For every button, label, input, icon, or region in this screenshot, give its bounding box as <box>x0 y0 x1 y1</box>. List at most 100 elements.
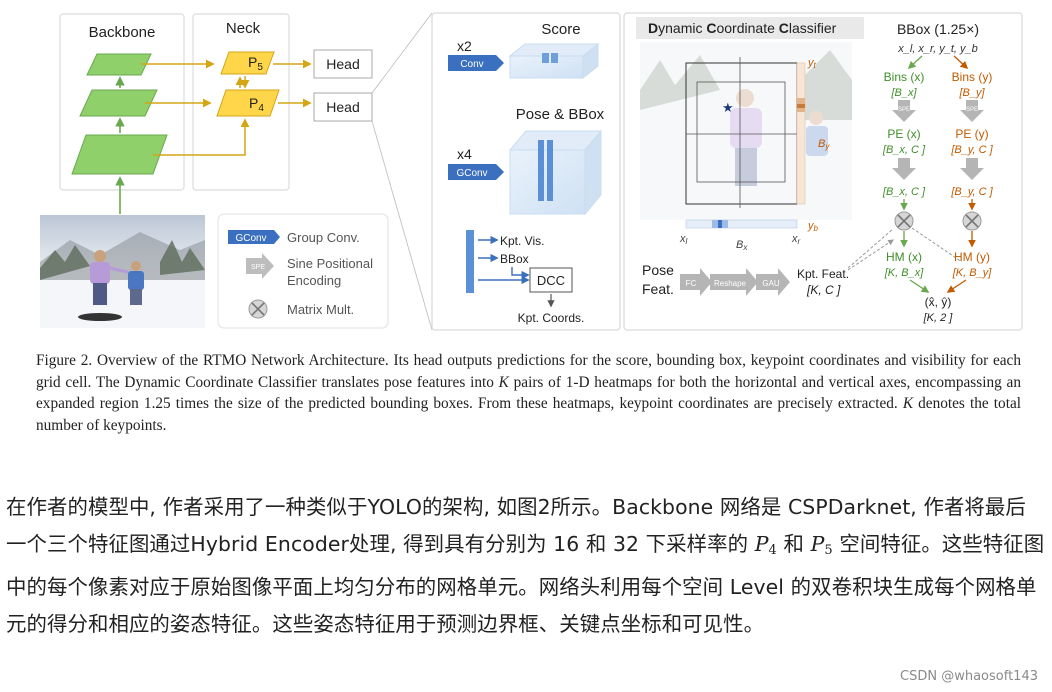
pose-feat-label-2: Feat. <box>642 281 674 297</box>
neck-label: Neck <box>226 20 261 37</box>
faded-background-photo <box>640 42 852 220</box>
bins-x-label: Bins (x) <box>884 70 925 84</box>
svg-text:By: By <box>818 138 830 151</box>
x-heatmap-bar <box>685 219 798 229</box>
head-box-p4 <box>313 92 373 122</box>
yb-label: y <box>807 220 815 232</box>
input-image-snowboarders <box>40 215 205 328</box>
reshape-arrow <box>710 268 758 296</box>
p5-plane <box>220 51 275 75</box>
gconv-legend-icon <box>228 230 280 244</box>
xr-subscript: r <box>798 237 801 246</box>
bbox-panel-title: BBox (1.25×) <box>897 21 979 37</box>
gconv-arrow <box>448 164 504 180</box>
p4-label: P <box>249 95 258 111</box>
matmul-x-icon <box>894 211 914 231</box>
bins-x-shape: [B_x] <box>890 87 917 99</box>
svg-text:xl: xl <box>679 233 688 246</box>
hm-x-label: HM (x) <box>886 250 922 264</box>
mid-y-shape: [B_y, C ] <box>950 186 993 198</box>
reshape-tag: Reshape <box>714 279 747 288</box>
hm-y-shape: [K, B_y] <box>952 267 992 279</box>
score-cube <box>508 42 600 80</box>
x2-label: x2 <box>457 38 472 54</box>
matrix-mult-icon <box>248 299 268 319</box>
x4-label: x4 <box>457 146 472 162</box>
bins-y-shape: [B_y] <box>958 87 985 99</box>
pose-feature-column <box>466 230 474 293</box>
caption-k-2: K <box>902 395 914 412</box>
pose-bbox-cube <box>508 129 603 216</box>
yt-label: y <box>807 57 815 69</box>
conv-arrow <box>448 55 504 71</box>
pose-bbox-label: Pose & BBox <box>516 106 605 123</box>
article-p4: P4 <box>754 531 777 558</box>
legend-spe-text-1: Sine Positional <box>287 256 373 271</box>
dcc-box <box>529 267 573 293</box>
bx-subscript: x <box>742 243 748 252</box>
dcc-panel <box>623 12 1023 331</box>
matmul-y-icon <box>962 211 982 231</box>
svg-text:yb: yb <box>807 220 819 233</box>
article-text-1: 在作者的模型中, 作者采用了一种类似于YOLO的架构, 如图2所示。Backbo… <box>6 495 1026 556</box>
article-paragraph: 在作者的模型中, 作者采用了一种类似于YOLO的架构, 如图2所示。Backbo… <box>6 489 1046 642</box>
architecture-diagram: Backbone Neck P5 P4 Head Head <box>40 12 1023 331</box>
caption-part-2: pairs of 1-D heatmaps for both the horiz… <box>36 373 1021 413</box>
score-label: Score <box>541 21 580 38</box>
legend-gconv-tag: GConv <box>235 233 266 244</box>
legend-spe-tag: SPE <box>251 264 265 271</box>
article-text-2: 和 <box>776 531 811 556</box>
gau-tag: GAU <box>762 279 780 288</box>
spe-arrow-x: SPE <box>892 100 916 122</box>
xl-label: x <box>679 233 686 245</box>
backbone-feature-plane-medium <box>79 89 158 117</box>
svg-text:P5: P5 <box>248 54 263 73</box>
dcc-label: DCC <box>537 273 565 288</box>
p5-label: P <box>248 54 257 70</box>
by-label: B <box>818 138 825 150</box>
kpt-feat-label: Kpt. Feat. <box>797 267 849 281</box>
gau-arrow <box>756 268 790 296</box>
pe-x-shape: [B_x, C ] <box>882 144 926 156</box>
fc-arrow-x <box>892 158 916 180</box>
caption-part-3: denotes the total number of keypoints. <box>36 395 1021 434</box>
bins-y-label: Bins (y) <box>952 70 993 84</box>
p5-subscript: 5 <box>257 62 263 73</box>
backbone-label: Backbone <box>89 24 156 41</box>
pe-y-label: PE (y) <box>955 127 988 141</box>
svg-text:P4: P4 <box>249 95 264 114</box>
fc-tag: FC <box>686 279 697 288</box>
mid-x-shape: [B_x, C ] <box>882 186 926 198</box>
figure-caption: Figure 2. Overview of the RTMO Network A… <box>36 350 1021 436</box>
xl-subscript: l <box>686 237 688 246</box>
svg-text:xr: xr <box>791 233 801 246</box>
p4-subscript: 4 <box>258 103 264 114</box>
article-p5: P5 <box>810 531 833 558</box>
pose-feat-label-1: Pose <box>642 262 674 278</box>
legend-gconv-text: Group Conv. <box>287 230 360 245</box>
head-box-p5 <box>313 49 373 79</box>
dcc-title: Dynamic Coordinate Classifier <box>648 20 837 36</box>
keypoint-star-icon: ★ <box>722 100 734 115</box>
kpt-feat-shape: [K, C ] <box>806 283 841 297</box>
fc-arrow-y <box>960 158 984 180</box>
head-label-p4: Head <box>326 99 359 115</box>
yt-subscript: t <box>814 61 817 70</box>
fc-arrow <box>680 268 712 296</box>
bbox-label: BBox <box>500 252 529 266</box>
output-shape: [K, 2 ] <box>923 312 954 324</box>
svg-text:yt: yt <box>807 57 817 70</box>
legend-spe-text-2: Encoding <box>287 273 341 288</box>
svg-text:Bx: Bx <box>736 239 748 252</box>
spe-arrow-y: SPE <box>960 100 984 122</box>
pe-x-label: PE (x) <box>887 127 920 141</box>
pe-y-shape: [B_y, C ] <box>950 144 993 156</box>
hm-y-label: HM (y) <box>954 250 990 264</box>
spe-legend-icon <box>246 253 274 279</box>
backbone-feature-plane-large <box>71 134 168 175</box>
figure-2: Backbone Neck P5 P4 Head Head <box>0 0 1052 342</box>
kpt-vis-label: Kpt. Vis. <box>500 234 544 248</box>
output-coords: (x̂, ŷ) <box>925 295 952 309</box>
head-label-p5: Head <box>326 56 359 72</box>
conv-tag: Conv <box>460 59 483 70</box>
